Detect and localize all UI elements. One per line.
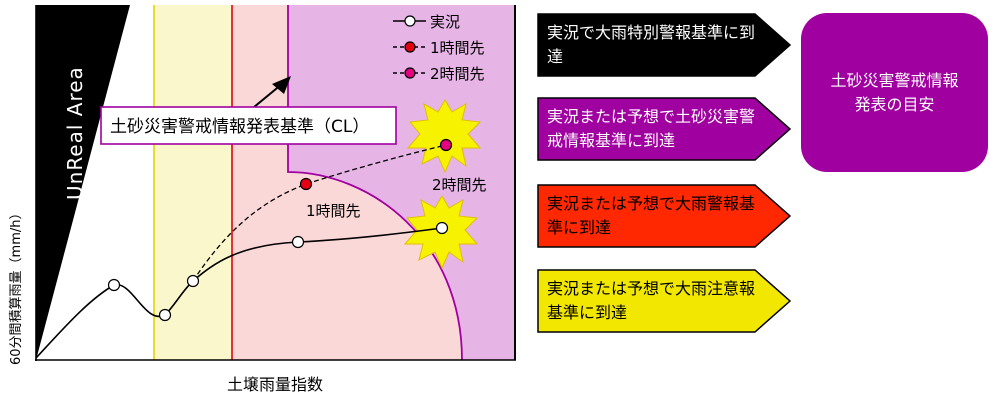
rainfall-index-diagram: UnReal Area 60分間積算雨量（mm/h） 土壌雨量指数 1時間先 2…: [9, 5, 516, 394]
forecast-line: [192, 144, 447, 282]
purple-boundary-curve: [287, 5, 463, 361]
arrow-shape: [537, 13, 792, 77]
guide-text: 土砂災害警戒情報 発表の目安: [830, 70, 959, 114]
unreal-area: [36, 5, 130, 360]
criteria-special-warning: 実況で大雨特別警報基準に到達: [537, 13, 793, 77]
actual-marker: [435, 221, 449, 235]
criteria-sediment-warning: 実況または予想で土砂災害警戒情報基準に到達: [537, 97, 793, 161]
legend-label-1h: 1時間先: [430, 39, 485, 57]
actual-marker: [158, 308, 172, 322]
unreal-area-label: UnReal Area: [63, 66, 87, 200]
starburst-2h: [406, 99, 482, 174]
legend-marker-actual: [404, 15, 416, 27]
arrow-shape: [537, 184, 792, 248]
legend-label-actual: 実況: [430, 13, 460, 31]
x-axis-label: 土壌雨量指数: [227, 375, 323, 394]
purple-zone: [288, 5, 515, 360]
cl-arrow-head: [272, 76, 291, 94]
criteria-heavy-rain-warning: 実況または予想で大雨警報基準に到達: [537, 184, 793, 248]
actual-marker: [291, 235, 305, 249]
forecast-1h-marker: [299, 177, 313, 191]
cl-label-box: [100, 106, 397, 145]
forecast-2h-marker: [439, 138, 453, 152]
actual-marker: [186, 274, 200, 288]
criteria-text: 実況または予想で土砂災害警戒情報基準に到達: [547, 107, 756, 150]
label-1h: 1時間先: [306, 202, 361, 220]
criteria-heavy-rain-advisory: 実況または予想で大雨注意報基準に到達: [537, 269, 793, 333]
legend-marker-2h: [404, 67, 416, 79]
cl-label: 土砂災害警戒情報発表基準（CL）: [110, 117, 369, 137]
criteria-text: 実況で大雨特別警報基準に到達: [547, 23, 756, 66]
criteria-text: 実況または予想で大雨警報基準に到達: [547, 194, 756, 237]
actual-line: [35, 227, 443, 359]
arrow-shape: [537, 269, 792, 333]
sediment-warning-guide-box: 土砂災害警戒情報 発表の目安: [801, 13, 988, 172]
legend-marker-1h: [404, 41, 416, 53]
legend: 実況 1時間先 2時間先: [393, 13, 485, 83]
arrow-shape: [537, 97, 792, 161]
actual-marker: [107, 278, 121, 292]
label-2h: 2時間先: [432, 176, 487, 194]
criteria-text: 実況または予想で大雨注意報基準に到達: [547, 279, 756, 322]
legend-label-2h: 2時間先: [430, 65, 485, 83]
y-axis-label: 60分間積算雨量（mm/h）: [9, 207, 24, 366]
yellow-zone: [154, 5, 232, 360]
